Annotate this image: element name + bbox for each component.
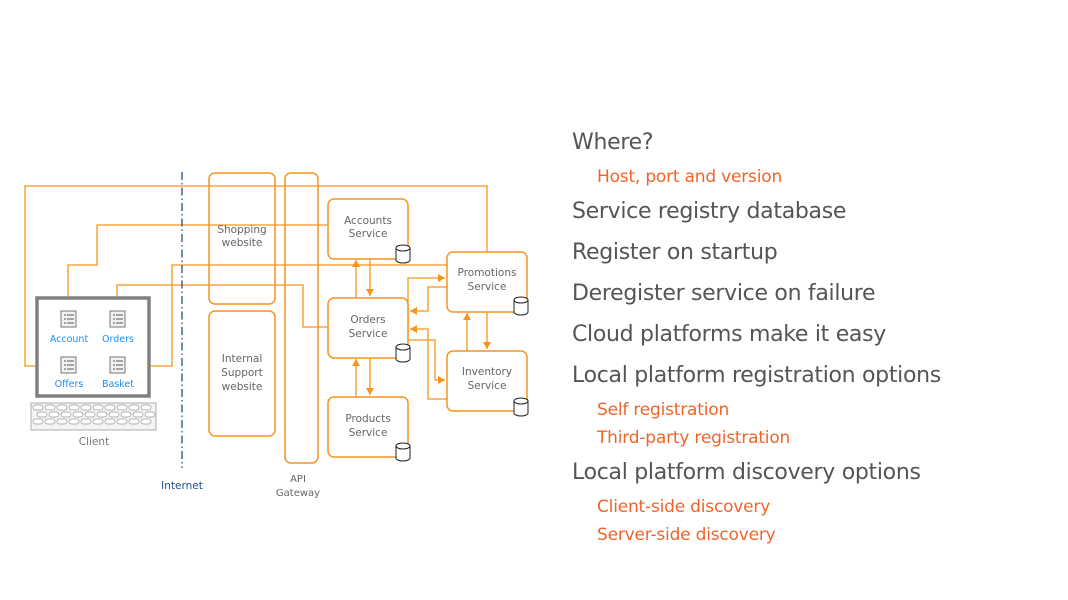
keyboard-key xyxy=(60,411,72,418)
box-label: Service xyxy=(349,427,388,439)
internet-label: Internet xyxy=(161,480,203,492)
promotions-service: Promotions Service xyxy=(446,251,529,316)
keyboard-key xyxy=(144,411,156,418)
keyboard-key xyxy=(128,418,140,425)
app-label: Orders xyxy=(102,334,134,345)
client-label: Client xyxy=(79,436,109,448)
bullet-item: Local platform discovery options xyxy=(572,460,921,485)
bullet-item: Service registry database xyxy=(572,199,847,224)
list-document-icon xyxy=(109,310,126,328)
architecture-diagram: Internet Client Account Orders Offers Ba… xyxy=(24,172,529,499)
bullet-item: Deregister service on failure xyxy=(572,281,876,306)
keyboard-key xyxy=(32,418,44,425)
connector-orders-orders xyxy=(117,284,328,328)
box-label: Accounts xyxy=(344,215,392,227)
box-label: Inventory xyxy=(462,366,512,378)
box-label: Shopping xyxy=(217,224,266,236)
box-label: Promotions xyxy=(458,267,517,279)
sub-bullet-item: Third-party registration xyxy=(597,428,791,448)
connector-promotions-orders xyxy=(410,286,447,315)
bullet-item: Cloud platforms make it easy xyxy=(572,322,886,347)
keyboard-key xyxy=(104,404,116,411)
keyboard-key xyxy=(128,404,140,411)
keyboard-key xyxy=(108,411,120,418)
orders-service: Orders Service xyxy=(327,297,411,363)
shopping-website: Shopping website xyxy=(208,172,276,305)
sub-bullet-item: Server-side discovery xyxy=(597,525,776,545)
app-orders[interactable]: Orders xyxy=(102,310,134,345)
keyboard-key xyxy=(140,418,152,425)
client-screen xyxy=(35,296,151,398)
gateway-label: API xyxy=(290,474,306,485)
keyboard-key xyxy=(36,411,48,418)
inventory-service: Inventory Service xyxy=(446,350,529,417)
keyboard-key xyxy=(92,404,104,411)
box-label: Service xyxy=(349,228,388,240)
keyboard-key xyxy=(68,404,80,411)
internal-support-website: Internal Support website xyxy=(208,310,276,437)
keyboard-key xyxy=(120,411,132,418)
bullet-item: Where? xyxy=(572,130,654,155)
keyboard-key xyxy=(48,411,60,418)
list-document-icon xyxy=(109,356,126,374)
box-label: Service xyxy=(349,328,388,340)
keyboard-key xyxy=(56,418,68,425)
keyboard-key xyxy=(72,411,84,418)
box-label: Orders xyxy=(350,314,385,326)
keyboard-key xyxy=(116,418,128,425)
gateway-label: Gateway xyxy=(276,488,320,499)
keyboard-key xyxy=(104,418,116,425)
app-label: Basket xyxy=(102,379,134,390)
bullet-item: Local platform registration options xyxy=(572,363,941,388)
keyboard-key xyxy=(140,404,152,411)
keyboard-key xyxy=(116,404,128,411)
list-document-icon xyxy=(60,356,77,374)
app-label: Account xyxy=(50,334,89,345)
box-label: Products xyxy=(345,413,390,425)
box-label: Service xyxy=(468,281,507,293)
box-label: Support xyxy=(221,367,263,379)
database-icon xyxy=(395,442,411,462)
box-label: website xyxy=(222,381,263,393)
connector-orders-inventory xyxy=(408,339,445,384)
app-account[interactable]: Account xyxy=(50,310,89,345)
keyboard-key xyxy=(80,404,92,411)
app-label: Offers xyxy=(55,379,84,390)
database-icon xyxy=(513,296,529,316)
keyboard-key xyxy=(56,404,68,411)
sub-bullet-item: Client-side discovery xyxy=(597,497,771,517)
list-document-icon xyxy=(60,310,77,328)
keyboard-key xyxy=(44,418,56,425)
database-icon xyxy=(513,397,529,417)
app-basket[interactable]: Basket xyxy=(102,356,134,390)
keyboard-key xyxy=(44,404,56,411)
database-icon xyxy=(395,244,411,264)
accounts-service: Accounts Service xyxy=(327,198,411,264)
box-label: Service xyxy=(468,380,507,392)
connector-account-accounts xyxy=(68,224,328,306)
database-icon xyxy=(395,343,411,363)
connector-inventory-orders xyxy=(410,325,447,400)
keyboard-key xyxy=(68,418,80,425)
box-label: Internal xyxy=(222,353,262,365)
client: Client Account Orders Offers Basket xyxy=(30,296,157,448)
app-offers[interactable]: Offers xyxy=(55,356,84,390)
keyboard-key xyxy=(32,404,44,411)
box-label: website xyxy=(222,237,263,249)
sub-bullet-item: Host, port and version xyxy=(597,167,783,187)
keyboard-key xyxy=(80,418,92,425)
sub-bullet-item: Self registration xyxy=(597,400,730,420)
keyboard-key xyxy=(132,411,144,418)
bullet-item: Register on startup xyxy=(572,240,778,265)
products-service: Products Service xyxy=(327,396,411,462)
api-gateway: API Gateway xyxy=(276,172,320,499)
keyboard-key xyxy=(92,418,104,425)
keyboard-key xyxy=(96,411,108,418)
keyboard-key xyxy=(84,411,96,418)
